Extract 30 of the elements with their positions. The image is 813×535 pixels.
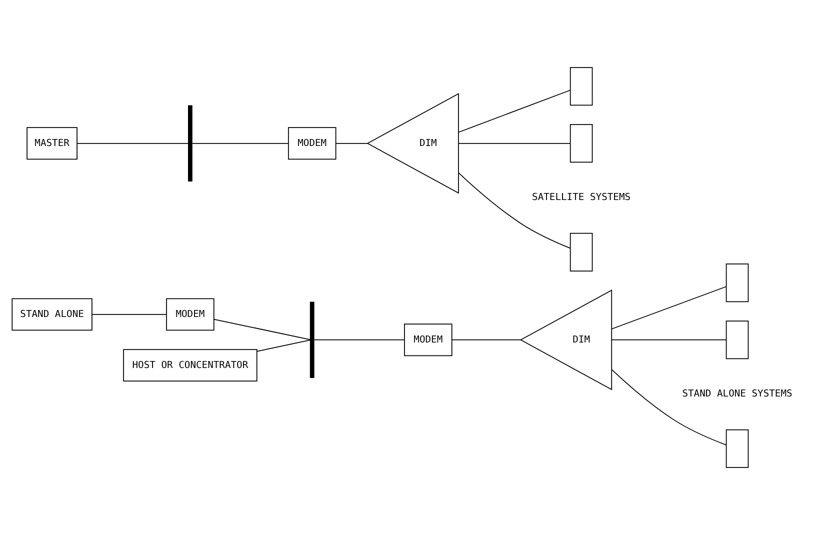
node-box: HOST OR CONCENTRATOR xyxy=(123,349,258,382)
connector xyxy=(256,340,310,352)
connector xyxy=(458,172,571,249)
connector xyxy=(76,142,189,144)
connector xyxy=(335,142,368,144)
connector xyxy=(458,90,571,133)
node-box: MODEM xyxy=(404,324,452,356)
label: SATELLITE SYSTEMS xyxy=(532,192,631,204)
connector xyxy=(92,314,167,315)
node-box: STAND ALONE xyxy=(12,298,92,331)
connector xyxy=(611,339,727,340)
node-box xyxy=(570,232,593,272)
node-bar xyxy=(188,105,192,182)
node-box xyxy=(726,264,749,302)
label: STAND ALONE SYSTEMS xyxy=(682,388,792,400)
connector xyxy=(214,318,311,340)
node-box: MODEM xyxy=(288,127,336,160)
connector xyxy=(458,142,571,144)
connector xyxy=(611,286,727,330)
connector xyxy=(611,369,727,446)
connector xyxy=(192,142,289,144)
node-box xyxy=(726,429,749,468)
node-box xyxy=(570,67,593,106)
node-box: MODEM xyxy=(166,298,214,331)
node-box: MASTER xyxy=(26,127,78,160)
connector xyxy=(314,339,405,340)
node-bar xyxy=(310,302,314,378)
node-box xyxy=(726,320,749,360)
node-box xyxy=(570,124,593,163)
connector xyxy=(452,339,521,340)
